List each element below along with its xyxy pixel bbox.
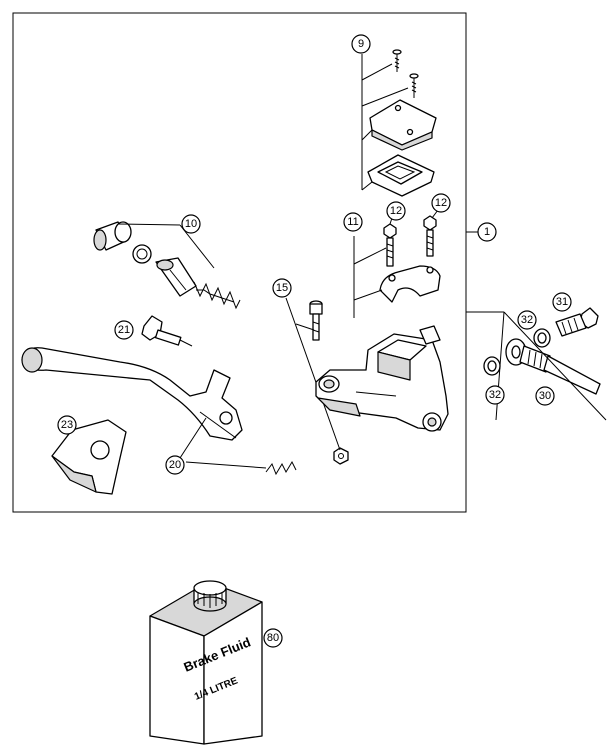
svg-text:20: 20 (169, 459, 181, 471)
clamp-group (353, 209, 441, 318)
svg-text:11: 11 (347, 216, 358, 228)
brake-lever (21, 347, 243, 441)
callout-31: 31 (552, 292, 572, 312)
callout-10: 10 (181, 214, 201, 234)
callout-32b: 32 (485, 385, 505, 405)
callout-30: 30 (535, 386, 555, 406)
reservoir-diaphragm (367, 154, 435, 197)
svg-text:12: 12 (435, 197, 447, 209)
svg-text:32: 32 (489, 389, 501, 401)
callout-11: 11 (343, 212, 363, 232)
callout-1: 1 (477, 222, 497, 242)
callout-20: 20 (165, 455, 185, 475)
svg-text:21: 21 (118, 324, 130, 336)
svg-text:9: 9 (358, 38, 364, 50)
callout-12b: 12 (431, 193, 451, 213)
reservoir-cover (369, 99, 437, 151)
circlip (132, 244, 152, 264)
clamp-bolt-2 (423, 215, 437, 257)
svg-text:12: 12 (390, 205, 402, 217)
callout-32a: 32 (517, 310, 537, 330)
svg-text:1: 1 (484, 226, 490, 238)
pivot-nut (333, 447, 349, 465)
callout-23: 23 (57, 415, 77, 435)
callout-21: 21 (114, 320, 134, 340)
brake-fluid-container: Brake Fluid 1/4 LITRE (149, 580, 263, 745)
piston-kit-group (93, 221, 241, 310)
svg-text:32: 32 (521, 314, 533, 326)
svg-text:80: 80 (267, 632, 279, 644)
handlebar-clamp (379, 265, 441, 303)
svg-text:10: 10 (185, 218, 197, 230)
sealing-washer-2 (483, 356, 501, 376)
piston (155, 257, 197, 297)
clamp-bolt-1 (383, 223, 397, 267)
svg-text:31: 31 (556, 296, 568, 308)
callout-15: 15 (272, 278, 292, 298)
brake-hose-group (466, 307, 607, 421)
lever-guard (51, 419, 127, 495)
lever-spring (179, 417, 297, 476)
svg-text:15: 15 (276, 282, 288, 294)
svg-text:23: 23 (61, 419, 73, 431)
pivot-bolt (309, 300, 323, 341)
callout-12a: 12 (386, 201, 406, 221)
master-cylinder-body (315, 325, 449, 432)
svg-text:30: 30 (539, 390, 551, 402)
reservoir-cover-group (361, 49, 437, 197)
brake-hose (505, 338, 601, 395)
lever-adjuster (141, 315, 193, 347)
dust-boot (93, 221, 132, 251)
cover-screw-2 (409, 73, 419, 98)
sealing-washer-1 (533, 328, 551, 348)
callout-9: 9 (351, 34, 371, 54)
banjo-bolt (555, 307, 599, 337)
assembly-frame (12, 12, 467, 513)
return-spring (193, 281, 241, 310)
cover-screw-1 (392, 49, 402, 72)
callout-80: 80 (263, 628, 283, 648)
